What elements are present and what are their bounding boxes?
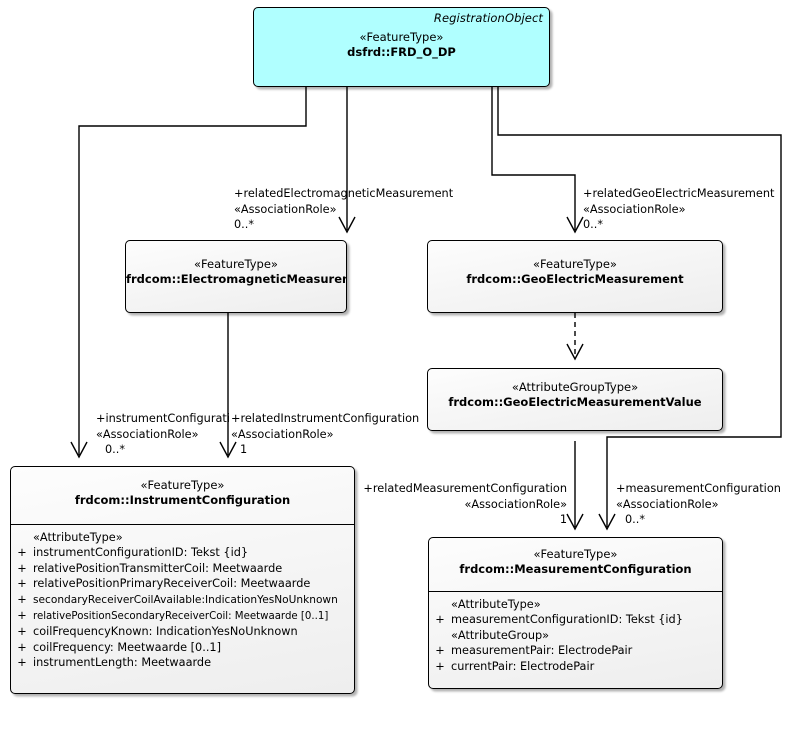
attribute-visibility: + [17,592,27,606]
attribute-text: instrumentLength: Meetwaarde [33,656,212,670]
class-stereotype: «FeatureType» [140,478,225,492]
attribute-row: + instrumentConfigurationID: Tekst {id} [11,545,354,560]
arrowhead-geoelectricvalue [566,343,584,361]
class-box-electromagnetic-measurement[interactable]: «FeatureType» frdcom::ElectromagneticMea… [125,240,347,313]
attribute-text: relativePositionSecondaryReceiverCoil: M… [33,611,329,623]
association-role-name: +measurementConfiguration [616,482,781,495]
attribute-row: + currentPair: ElectrodePair [429,659,722,674]
class-box-geoelectric-measurement[interactable]: «FeatureType» frdcom::GeoElectricMeasure… [427,240,723,313]
attribute-visibility: + [17,625,27,639]
class-header-measurement-configuration: «FeatureType» frdcom::MeasurementConfigu… [429,538,722,591]
attribute-row: + relativePositionSecondaryReceiverCoil:… [11,608,354,624]
attribute-list-measurement-configuration: «AttributeType» + measurementConfigurati… [429,592,722,678]
attribute-row: + measurementConfigurationID: Tekst {id} [429,612,722,627]
arrowhead-geoelectric [566,216,584,234]
attribute-visibility: + [17,640,27,654]
attribute-text: relativePositionPrimaryReceiverCoil: Mee… [33,577,311,591]
attribute-visibility: + [17,656,27,670]
attribute-text: «AttributeType» [451,598,541,611]
attribute-visibility: + [17,577,27,591]
class-name: frdcom::GeoElectricMeasurement [466,272,684,286]
class-box-geoelectric-measurement-value[interactable]: «AttributeGroupType» frdcom::GeoElectric… [427,368,723,431]
class-stereotype: «AttributeGroupType» [511,380,639,394]
attribute-visibility: + [17,609,27,623]
association-label-related-geoelectric-measurement: +relatedGeoElectricMeasurement «Associat… [583,186,774,233]
attribute-text: instrumentConfigurationID: Tekst {id} [33,546,249,560]
attribute-visibility: + [435,644,445,658]
attribute-text: currentPair: ElectrodePair [451,659,595,673]
class-name: frdcom::MeasurementConfiguration [459,562,692,576]
association-role-name: +relatedInstrumentConfiguration [231,412,420,425]
association-stereotype: «AssociationRole» [234,202,337,216]
attribute-visibility: + [435,613,445,627]
class-stereotype: «FeatureType» [533,547,618,561]
association-label-measurement-configuration: +measurementConfiguration «AssociationRo… [616,481,781,528]
association-multiplicity: 0..* [105,443,126,456]
association-label-instrument-configuration: +instrumentConfiguratio «AssociationRole… [96,411,230,458]
attribute-row: «AttributeGroup» [429,628,722,643]
class-box-frd-o-dp[interactable]: RegistrationObject «FeatureType» dsfrd::… [253,7,550,87]
class-stereotype: «FeatureType» [359,30,444,44]
attribute-text: secondaryReceiverCoilAvailable:Indicatio… [33,593,338,606]
arrowhead-instrumentconfig-left [70,441,88,459]
class-header-frd-o-dp: RegistrationObject «FeatureType» dsfrd::… [254,8,549,86]
class-header-electromagnetic-measurement: «FeatureType» frdcom::ElectromagneticMea… [126,241,346,312]
attribute-list-instrument-configuration: «AttributeType» + instrumentConfiguratio… [11,525,354,675]
association-label-related-measurement-configuration: +relatedMeasurementConfiguration «Associ… [355,481,567,528]
class-header-instrument-configuration: «FeatureType» frdcom::InstrumentConfigur… [11,467,354,524]
class-name: dsfrd::FRD_O_DP [347,45,456,59]
class-header-geoelectric-measurement-value: «AttributeGroupType» frdcom::GeoElectric… [428,369,722,430]
class-stereotype: «FeatureType» [533,257,617,271]
attribute-text: measurementConfigurationID: Tekst {id} [451,613,683,627]
association-stereotype: «AssociationRole» [616,497,719,511]
attribute-text: coilFrequency: Meetwaarde [0..1] [33,640,222,654]
association-role-name: +relatedGeoElectricMeasurement [583,187,775,200]
association-label-related-instrument-configuration: +relatedInstrumentConfiguration «Associa… [231,411,419,458]
class-box-measurement-configuration[interactable]: «FeatureType» frdcom::MeasurementConfigu… [428,537,723,689]
compartment-divider [11,524,354,525]
attribute-text: relativePositionTransmitterCoil: Meetwaa… [33,561,283,575]
attribute-visibility: + [17,561,27,575]
association-role-name: +relatedElectromagneticMeasurement [234,187,454,200]
compartment-divider [429,591,722,592]
association-multiplicity: 0..* [583,218,604,231]
class-name: frdcom::InstrumentConfiguration [74,493,291,507]
association-multiplicity: 0..* [625,513,646,526]
attribute-row: + coilFrequencyKnown: IndicationYesNoUnk… [11,624,354,639]
association-multiplicity: 1 [240,443,248,456]
class-box-instrument-configuration[interactable]: «FeatureType» frdcom::InstrumentConfigur… [10,466,355,694]
attribute-text: «AttributeType» [33,531,123,544]
attribute-row: + instrumentLength: Meetwaarde [11,655,354,670]
attribute-visibility: + [435,659,445,673]
attribute-row: + relativePositionPrimaryReceiverCoil: M… [11,576,354,591]
attribute-row: + secondaryReceiverCoilAvailable:Indicat… [11,592,354,608]
association-stereotype: «AssociationRole» [231,427,334,441]
registration-object-tag: RegistrationObject [433,11,543,25]
association-multiplicity: 0..* [234,218,255,231]
arrowhead-measurementconfig-left [566,513,584,531]
class-name: frdcom::GeoElectricMeasurementValue [448,395,702,409]
class-stereotype: «FeatureType» [194,257,278,271]
association-stereotype: «AssociationRole» [464,497,568,511]
attribute-text: coilFrequencyKnown: IndicationYesNoUnkno… [33,625,298,639]
attribute-row: + relativePositionTransmitterCoil: Meetw… [11,561,354,576]
attribute-text: measurementPair: ElectrodePair [451,644,633,658]
attribute-text: «AttributeGroup» [451,628,550,642]
association-stereotype: «AssociationRole» [583,202,686,216]
association-role-name: +instrumentConfiguratio [96,412,230,425]
class-header-geoelectric-measurement: «FeatureType» frdcom::GeoElectricMeasure… [428,241,722,312]
association-multiplicity: 1 [559,513,567,526]
attribute-visibility: + [17,546,27,560]
attribute-row: «AttributeType» [429,597,722,612]
attribute-row: + measurementPair: ElectrodePair [429,643,722,658]
association-label-related-electromagnetic-measurement: +relatedElectromagneticMeasurement «Asso… [234,186,453,233]
class-name: frdcom::ElectromagneticMeasurement [126,272,346,286]
wire-dp-to-geoelectric [491,87,576,230]
arrowhead-measurementconfig-right [598,513,616,531]
attribute-row: + coilFrequency: Meetwaarde [0..1] [11,640,354,655]
attribute-row: «AttributeType» [11,530,354,545]
association-stereotype: «AssociationRole» [96,427,199,441]
association-role-name: +relatedMeasurementConfiguration [363,482,567,495]
